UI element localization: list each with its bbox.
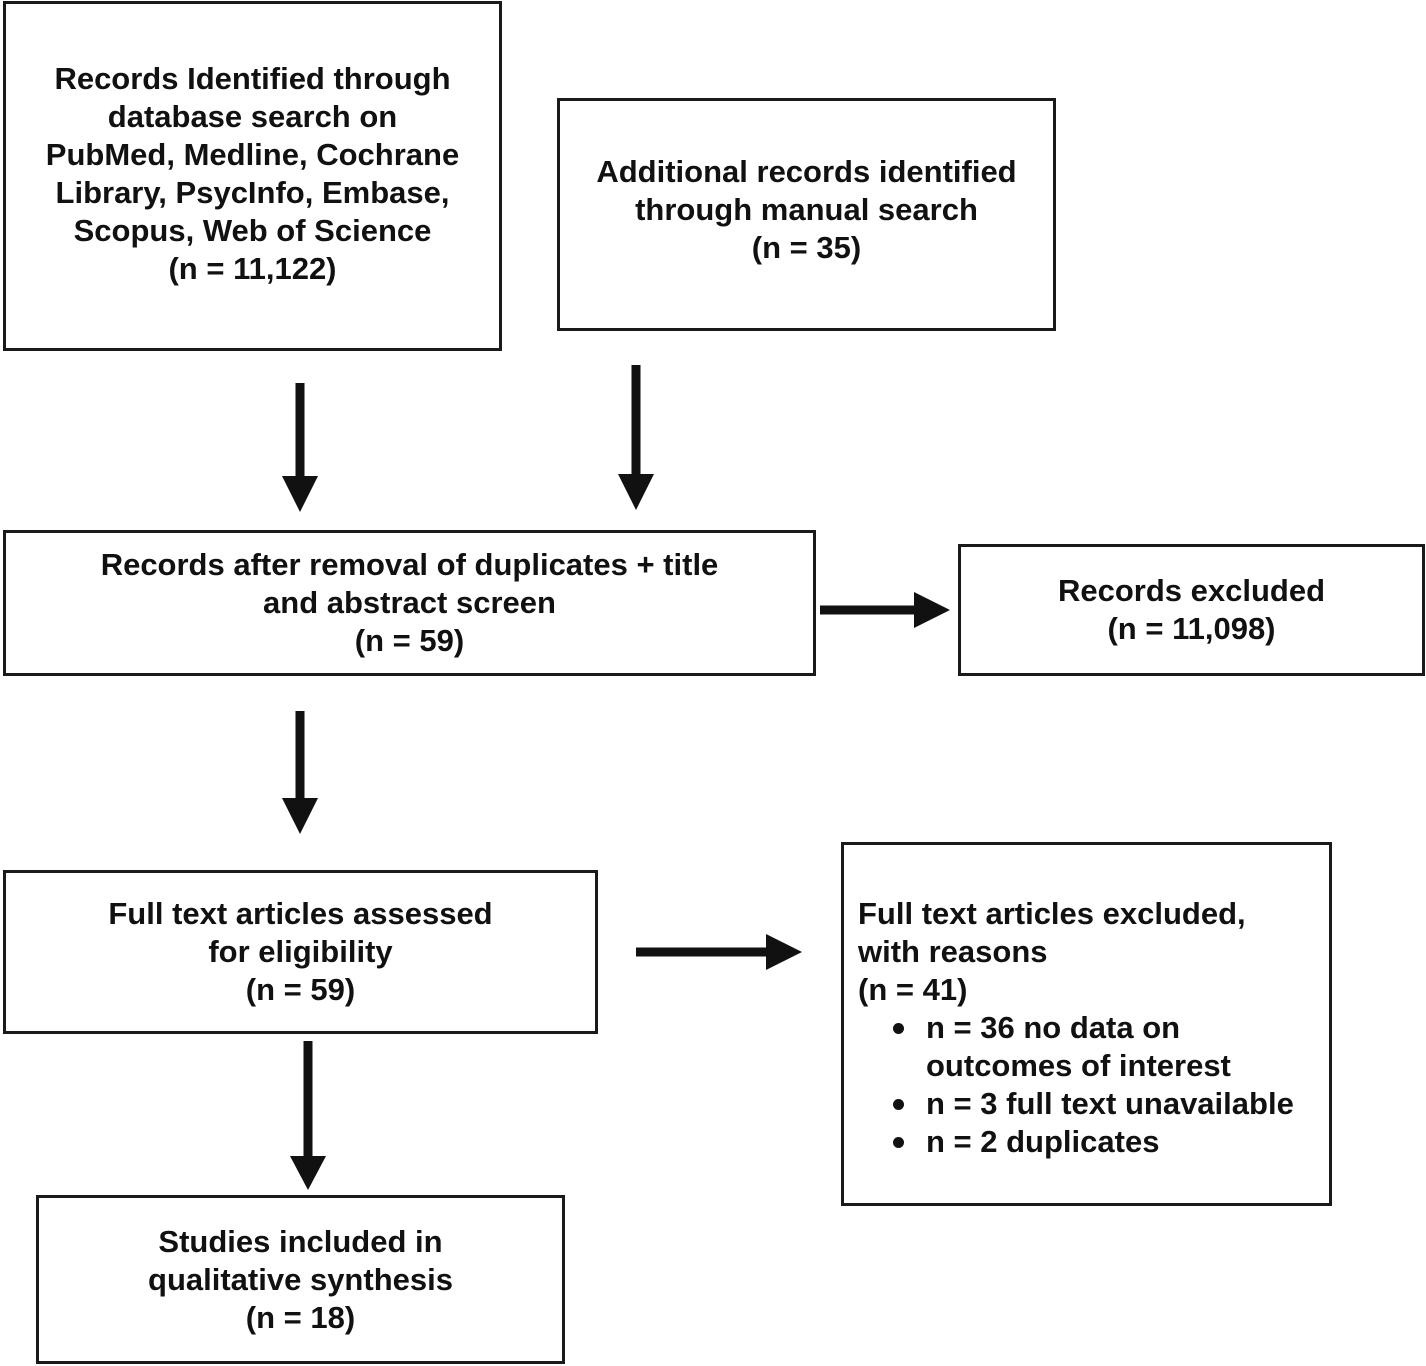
box-line: Records excluded: [1057, 573, 1326, 608]
box-line: through manual search: [635, 192, 978, 227]
exclusion-reason: n = 2 duplicates: [858, 1123, 1294, 1161]
reason-text: n = 2 duplicates: [926, 1124, 1160, 1159]
arrow-down-icon: [290, 1041, 326, 1190]
excluded-records-box: Records excluded (n = 11,098): [958, 544, 1425, 676]
box-count: (n = 41): [858, 972, 968, 1007]
reason-text: n = 36 no data on: [926, 1010, 1181, 1045]
reason-text: outcomes of interest: [926, 1048, 1231, 1083]
box-line: Records Identified through: [54, 61, 451, 96]
reason-text: n = 3 full text unavailable: [926, 1086, 1294, 1121]
box-count: (n = 11,098): [1107, 611, 1276, 646]
box-line: and abstract screen: [263, 585, 556, 620]
box-line: database search on: [107, 99, 398, 134]
box-line: Full text articles excluded,: [858, 896, 1246, 931]
box-count: (n = 59): [245, 972, 356, 1007]
arrow-down-icon: [618, 365, 654, 510]
box-line: Full text articles assessed: [108, 896, 493, 931]
box-count: (n = 59): [354, 623, 465, 658]
box-count: (n = 35): [751, 230, 862, 265]
screened-records-box: Records after removal of duplicates + ti…: [3, 530, 816, 676]
eligibility-box: Full text articles assessed for eligibil…: [3, 870, 598, 1034]
arrow-down-icon: [282, 711, 318, 834]
box-line: qualitative synthesis: [148, 1261, 453, 1297]
box-line: Scopus, Web of Science: [73, 213, 432, 248]
fulltext-excluded-box: Full text articles excluded, with reason…: [841, 842, 1332, 1206]
additional-records-box: Additional records identified through ma…: [557, 98, 1056, 331]
arrow-right-icon: [636, 934, 802, 970]
box-count: (n = 11,122): [168, 251, 337, 286]
box-line: Studies included in: [158, 1223, 443, 1259]
box-line: Library, PsycInfo, Embase,: [55, 175, 450, 210]
identified-records-box: Records Identified through database sear…: [3, 1, 502, 351]
arrow-down-icon: [282, 383, 318, 512]
box-line: PubMed, Medline, Cochrane: [45, 137, 460, 172]
box-line: for eligibility: [208, 934, 393, 969]
box-line: with reasons: [858, 934, 1048, 969]
included-studies-box: Studies included in qualitative synthesi…: [36, 1195, 565, 1364]
box-line: Records after removal of duplicates + ti…: [100, 547, 719, 582]
arrow-right-icon: [820, 592, 950, 628]
exclusion-reason: n = 3 full text unavailable: [858, 1085, 1294, 1123]
box-line: Additional records identified: [596, 154, 1017, 189]
box-count: (n = 18): [245, 1299, 356, 1335]
